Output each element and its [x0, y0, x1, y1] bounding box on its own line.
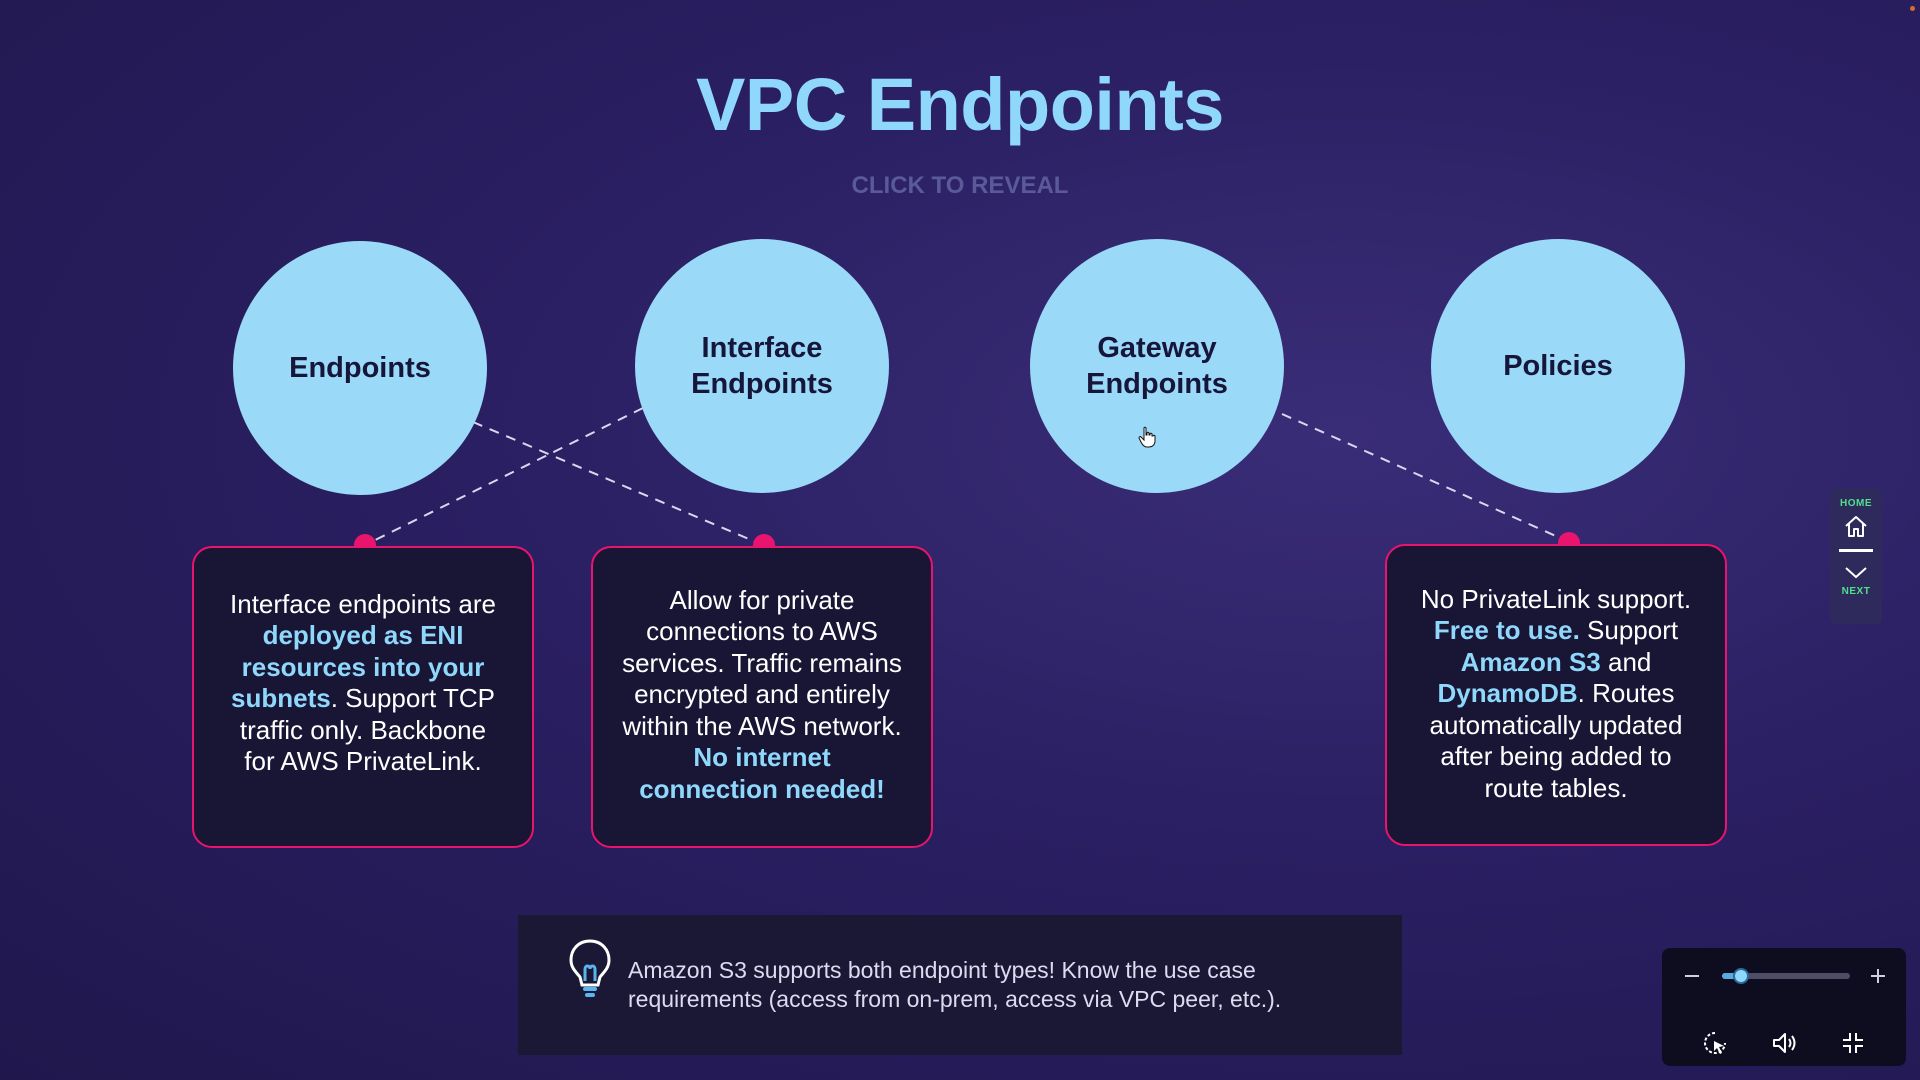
zoom-slider-handle[interactable]	[1733, 968, 1750, 984]
endpoints-card-text: Interface endpoints are deployed as ENI …	[230, 588, 496, 777]
connector-line	[364, 407, 644, 546]
nav-divider	[1839, 549, 1873, 552]
interface-endpoints-card-text: Allow for private connections to AWS ser…	[622, 584, 902, 804]
endpoints-circle-label: Endpoints	[289, 352, 431, 384]
tip-text: Amazon S3 supports both endpoint types! …	[628, 957, 1282, 1012]
player-controls	[1662, 948, 1906, 1066]
zoom-in-button[interactable]	[1866, 964, 1890, 988]
pointer-icon	[1704, 1032, 1726, 1054]
lightbulb-icon	[569, 939, 611, 997]
zoom-slider-fill	[1722, 973, 1742, 979]
next-label[interactable]: NEXT	[1841, 586, 1871, 597]
zoom-out-button[interactable]	[1680, 964, 1704, 988]
connector-line	[1281, 413, 1568, 542]
volume-icon	[1773, 1033, 1796, 1053]
side-navigation: HOME NEXT	[1830, 488, 1882, 624]
zoom-slider[interactable]	[1722, 968, 1850, 984]
hand-cursor-icon	[1138, 426, 1156, 448]
interface-endpoints-card: Allow for private connections to AWS ser…	[591, 546, 933, 848]
endpoints-card: Interface endpoints are deployed as ENI …	[192, 546, 534, 848]
policies-card-text: No PrivateLink support. Free to use. Sup…	[1420, 583, 1692, 803]
rec-indicator	[1910, 6, 1915, 11]
exit-fullscreen-icon	[1843, 1033, 1863, 1053]
home-icon[interactable]	[1843, 513, 1869, 539]
minus-icon	[1685, 975, 1699, 977]
policies-circle[interactable]: Policies	[1431, 239, 1685, 493]
endpoints-circle[interactable]: Endpoints	[233, 241, 487, 495]
exit-fullscreen-button[interactable]	[1836, 1026, 1870, 1060]
home-label[interactable]: HOME	[1840, 498, 1872, 509]
pointer-button[interactable]	[1698, 1026, 1732, 1060]
plus-icon	[1871, 969, 1885, 983]
tip-box: Amazon S3 supports both endpoint types! …	[518, 915, 1402, 1055]
page-title: VPC Endpoints	[696, 63, 1224, 146]
click-to-reveal-hint[interactable]: CLICK TO REVEAL	[851, 172, 1069, 199]
chevron-down-icon[interactable]	[1843, 564, 1869, 580]
policies-circle-label: Policies	[1503, 350, 1613, 382]
volume-button[interactable]	[1767, 1026, 1801, 1060]
policies-card: No PrivateLink support. Free to use. Sup…	[1385, 544, 1727, 846]
